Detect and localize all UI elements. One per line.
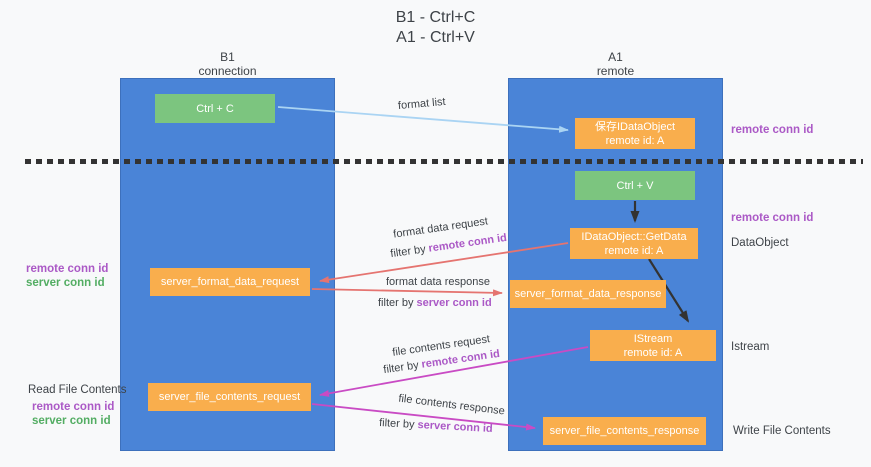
diagram-title: B1 - Ctrl+C A1 - Ctrl+V (0, 8, 871, 48)
node-save-idataobject-line2: remote id: A (605, 134, 665, 147)
filter-server-conn-id-text: server conn id (417, 419, 493, 435)
node-ctrl-v: Ctrl + V (575, 171, 695, 200)
node-save-idataobject-line1: 保存IDataObject (594, 120, 676, 133)
edge-label-filter-server-2: filter by server conn id (379, 417, 493, 436)
node-istream: IStream remote id: A (590, 330, 716, 361)
node-ctrl-v-label: Ctrl + V (616, 179, 654, 192)
filter-by-text: filter by (378, 417, 418, 432)
filter-by-text: filter by (378, 297, 417, 309)
edge-label-format-list: format list (397, 95, 447, 113)
node-server-file-contents-response: server_file_contents_response (543, 417, 706, 445)
format-data-response-arrow (311, 288, 503, 297)
annotation-write-file-contents: Write File Contents (733, 425, 831, 437)
node-ctrl-c-label: Ctrl + C (196, 102, 234, 115)
node-idataobject-getdata: IDataObject::GetData remote id: A (570, 228, 698, 259)
node-save-idataobject: 保存IDataObject remote id: A (575, 118, 695, 149)
node-server-format-data-request: server_format_data_request (150, 268, 310, 296)
annotation-remote-conn-id-top-right: remote conn id (731, 124, 814, 136)
phase-separator-dashed-line (25, 159, 863, 164)
annotation-server-conn-id-left-2: server conn id (32, 415, 111, 427)
filter-remote-conn-id-text: remote conn id (427, 231, 508, 255)
node-server-file-contents-request: server_file_contents_request (148, 383, 311, 411)
node-idataobject-getdata-line1: IDataObject::GetData (581, 230, 687, 243)
edge-label-filter-server-1: filter by server conn id (378, 297, 492, 310)
node-istream-line1: IStream (633, 332, 673, 345)
filter-by-text: filter by (382, 358, 423, 377)
annotation-remote-conn-id-mid-right: remote conn id (731, 212, 814, 224)
title-line-2: A1 - Ctrl+V (396, 29, 475, 46)
node-server-format-data-request-label: server_format_data_request (160, 276, 300, 288)
annotation-remote-conn-id-left-1: remote conn id (26, 263, 109, 275)
filter-by-text: filter by (389, 242, 430, 261)
edge-label-format-data-response: format data response (386, 276, 490, 288)
node-server-file-contents-request-label: server_file_contents_request (158, 391, 301, 403)
lane-b1-name: B1 (220, 50, 235, 64)
lane-b1-subtitle: connection (198, 64, 257, 78)
node-server-format-data-response: server_format_data_response (510, 280, 666, 308)
annotation-conn-ids-left-1: remote conn id server conn id (26, 262, 108, 290)
node-istream-line2: remote id: A (623, 346, 683, 359)
lane-a1-subtitle: remote (596, 64, 635, 78)
lane-header-b1: B1 connection (120, 50, 335, 78)
lane-header-a1: A1 remote (508, 50, 723, 78)
filter-server-conn-id-text: server conn id (416, 297, 492, 309)
annotation-read-file-contents: Read File Contents (28, 384, 127, 396)
title-line-1: B1 - Ctrl+C (395, 9, 476, 26)
annotation-server-conn-id-left-1: server conn id (26, 277, 105, 289)
node-ctrl-c: Ctrl + C (155, 94, 275, 123)
annotation-remote-conn-id-left-2: remote conn id (32, 401, 115, 413)
node-server-file-contents-response-label: server_file_contents_response (549, 425, 700, 437)
edge-label-file-contents-response: file contents response (397, 392, 506, 418)
annotation-conn-ids-left-2: remote conn id server conn id (32, 400, 114, 428)
node-idataobject-getdata-line2: remote id: A (604, 244, 664, 257)
node-server-format-data-response-label: server_format_data_response (514, 288, 662, 300)
annotation-dataobject: DataObject (731, 237, 789, 249)
lane-a1-name: A1 (608, 50, 623, 64)
annotation-istream: Istream (731, 341, 770, 353)
